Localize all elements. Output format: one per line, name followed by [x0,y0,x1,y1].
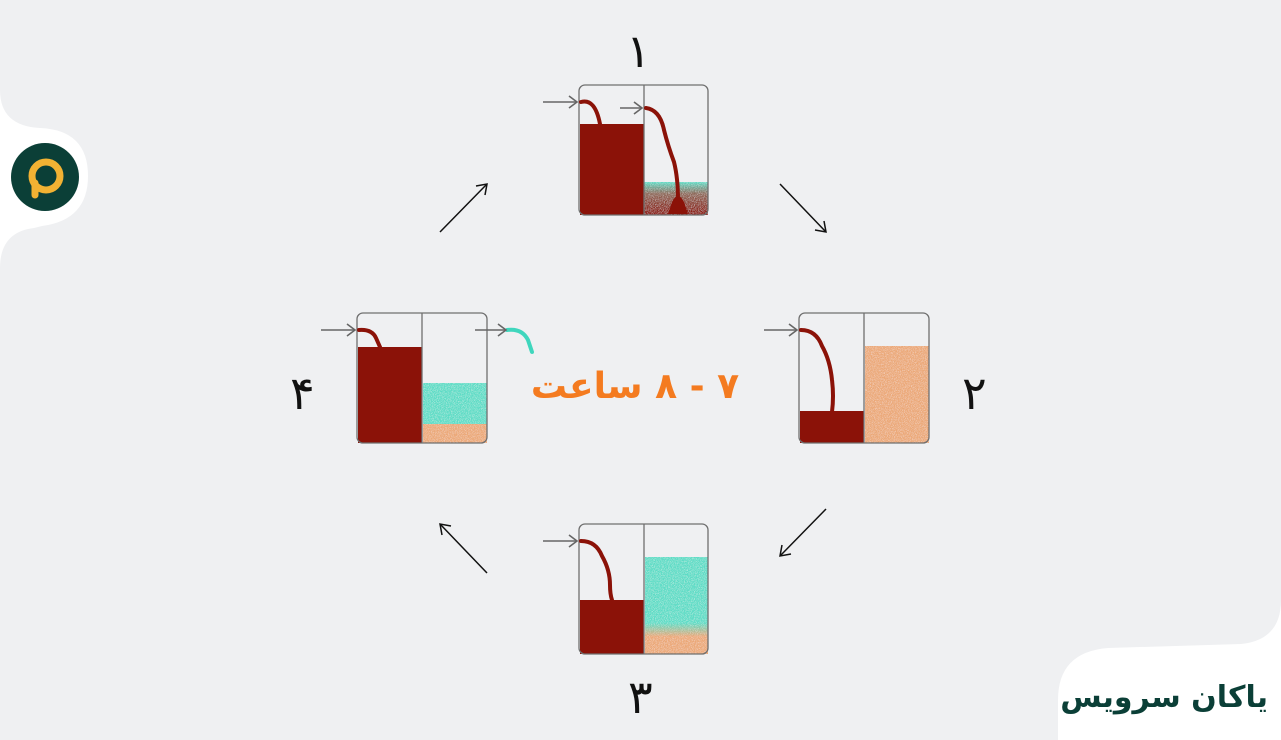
outlet-arrow [475,323,508,337]
stage-label-4: ۴ [290,366,315,420]
inlet-arrow [764,323,799,337]
arrow-3-to-4 [439,523,488,574]
arrow-1-to-2 [779,183,827,233]
yakan-logo-icon [11,143,79,211]
inlet-arrow [543,95,644,115]
arrow-4-to-1 [439,183,488,233]
stage-label-3: ۳ [628,670,653,724]
arrow-2-to-3 [779,508,827,557]
tank-stage-1 [543,84,709,216]
tank-stage-2 [764,312,930,444]
cycle-arrows [439,183,827,574]
tank-stage-4 [321,312,534,444]
cycle-time-label: ۷ - ۸ ساعت [530,366,740,407]
tank-stage-3 [543,523,709,655]
inlet-arrow [543,534,579,548]
inlet-arrow [321,323,357,337]
brand-name: یاکان سرویس [1060,680,1268,715]
stage-label-1: ۱ [626,24,651,78]
stage-label-2: ۲ [962,366,987,420]
